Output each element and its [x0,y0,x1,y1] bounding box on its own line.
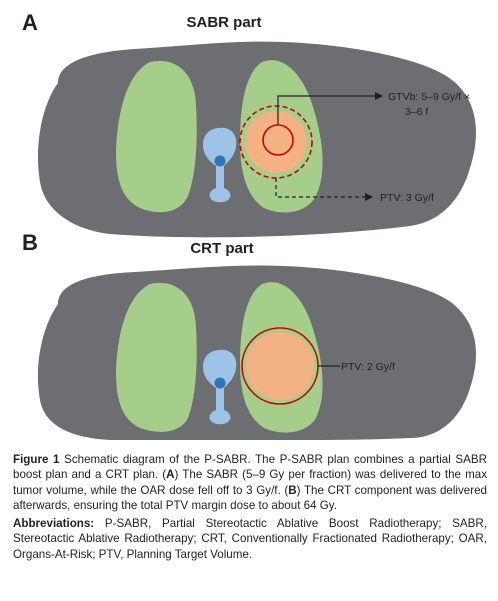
abbreviations-label: Abbreviations: [13,517,95,531]
figure-diagram: A SABR part GTVb: 5–9 Gy/f × 3–6 f PTV: … [22,10,476,440]
panel-a-spine [203,127,237,203]
caption-segment-4: ) The CRT component was delivered afterw… [13,483,488,512]
panel-a-letter: A [22,10,38,35]
panel-b: B CRT part PTV: 2 Gy/f [22,230,476,440]
caption-paragraph: Figure 1 Schematic diagram of the P-SABR… [13,452,487,513]
panel-a-title: SABR part [186,14,261,31]
panel-b-ptv-label: PTV: 2 Gy/f [341,361,395,373]
caption-segment-1: A [166,468,175,482]
panel-a-left-lung [116,60,197,213]
panel-b-letter: B [22,230,38,255]
caption-segment-3: B [288,483,297,497]
panel-a-gtvb-leader-line [277,92,383,125]
panel-b-left-lung [116,282,197,432]
panel-b-ptv-region [246,332,314,400]
caption-segment-2: ) The SABR (5–9 Gy per fraction) was del… [13,468,487,497]
panel-b-title: CRT part [190,240,253,257]
panel-a-gtvb-label-line2: 3–6 f [405,106,428,118]
abbreviations-text: P-SABR, Partial Stereotactic Ablative Bo… [13,517,487,561]
panel-a-gtvb-label-line1: GTVb: 5–9 Gy/f × [388,91,470,103]
panel-a-ptv-label: PTV: 3 Gy/f [380,192,434,204]
caption-segment-0: Schematic diagram of the P-SABR. The P-S… [13,453,487,482]
panel-a-ptv-region [245,111,307,173]
figure-caption: Figure 1 Schematic diagram of the P-SABR… [13,452,487,565]
abbreviations-paragraph: Abbreviations: P-SABR, Partial Stereotac… [13,516,487,562]
figure-label: Figure 1 [13,453,60,466]
panel-b-spine [203,349,237,425]
panel-a: A SABR part GTVb: 5–9 Gy/f × 3–6 f PTV: … [22,10,476,238]
